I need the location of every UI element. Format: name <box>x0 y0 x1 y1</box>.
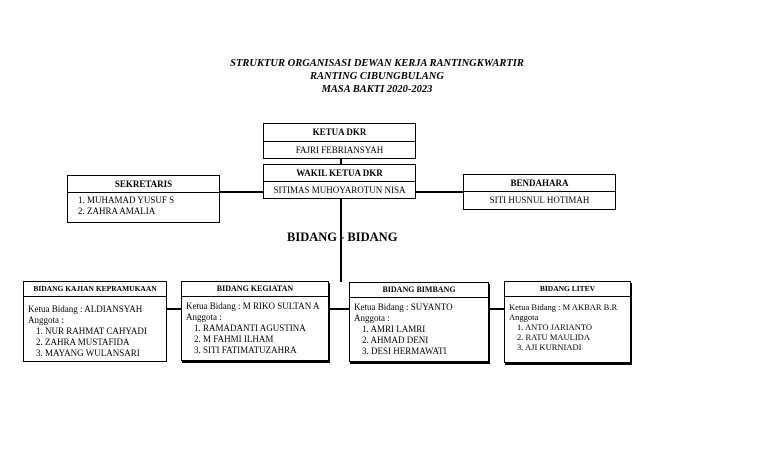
bidang-litev-anggota: Anggota <box>509 312 539 322</box>
bidang-kajian-ketua: Ketua Bidang : ALDIANSYAH <box>28 304 143 314</box>
connector-vertical-main <box>340 158 342 282</box>
bendahara-box: BENDAHARA SITI HUSNUL HOTIMAH <box>463 174 616 210</box>
bidang-kegiatan-box: BIDANG KEGIATAN Ketua Bidang : M RIKO SU… <box>181 281 329 361</box>
list-item: 2. ZAHRA MUSTAFIDA <box>36 337 130 347</box>
ketua-name: FAJRI FEBRIANSYAH <box>295 145 384 155</box>
list-item: 3. MAYANG WULANSARI <box>36 348 140 358</box>
bidang-bimbang-box: BIDANG BIMBANG Ketua Bidang : SUYANTO An… <box>349 282 489 362</box>
sekretaris-role: SEKRETARIS <box>68 176 219 193</box>
list-item: 2. M FAHMI ILHAM <box>194 334 274 344</box>
bidang-kajian-anggota: Anggota : <box>28 315 64 325</box>
bidang-section-label: BIDANG - BIDANG <box>287 230 398 244</box>
bidang-kegiatan-ketua: Ketua Bidang : M RIKO SULTAN A <box>186 301 320 311</box>
list-item: 3. SITI FATIMATUZAHRA <box>194 345 297 355</box>
list-item: 1. RAMADANTI AGUSTINA <box>194 323 306 333</box>
sekretaris-members: 1. MUHAMAD YUSUF S 2. ZAHRA AMALIA <box>68 193 219 217</box>
list-item: 1. ANTO JARIANTO <box>517 322 593 332</box>
bidang-litev-title: BIDANG LITEV <box>505 282 630 297</box>
bendahara-role: BENDAHARA <box>464 175 615 192</box>
wakil-box: WAKIL KETUA DKR SITIMAS MUHOYAROTUN NISA <box>263 164 416 199</box>
bidang-kegiatan-anggota: Anggota : <box>186 312 222 322</box>
bendahara-name: SITI HUSNUL HOTIMAH <box>489 195 590 205</box>
connector-sekretaris <box>220 191 264 193</box>
bidang-kegiatan-title: BIDANG KEGIATAN <box>182 282 328 297</box>
ketua-role: KETUA DKR <box>264 124 415 142</box>
connector-bidang-horizontal <box>163 308 505 310</box>
chart-title-line1: STRUKTUR ORGANISASI DEWAN KERJA RANTINGK… <box>230 58 524 69</box>
wakil-name: SITIMAS MUHOYAROTUN NISA <box>273 185 406 195</box>
list-item: 1. NUR RAHMAT CAHYADI <box>36 326 147 336</box>
bidang-kajian-box: BIDANG KAJIAN KEPRAMUKAAN Ketua Bidang :… <box>23 281 167 362</box>
bidang-litev-ketua: Ketua Bidang : M AKBAR B.R <box>509 302 618 312</box>
connector-bendahara <box>415 191 463 193</box>
bidang-bimbang-ketua: Ketua Bidang : SUYANTO <box>354 302 453 312</box>
bidang-bimbang-anggota: Anggota : <box>354 313 390 323</box>
wakil-role: WAKIL KETUA DKR <box>264 165 415 182</box>
list-item: 1. MUHAMAD YUSUF S <box>78 195 175 205</box>
chart-title-line3: MASA BAKTI 2020-2023 <box>321 84 433 95</box>
ketua-box: KETUA DKR FAJRI FEBRIANSYAH <box>263 123 416 159</box>
list-item: 2. AHMAD DENI <box>362 335 429 345</box>
list-item: 2. RATU MAULIDA <box>517 332 590 342</box>
list-item: 2. ZAHRA AMALIA <box>78 206 156 216</box>
bidang-litev-box: BIDANG LITEV Ketua Bidang : M AKBAR B.R … <box>504 281 631 363</box>
bidang-kajian-title: BIDANG KAJIAN KEPRAMUKAAN <box>24 282 166 297</box>
list-item: 3. DESI HERMAWATI <box>362 346 447 356</box>
list-item: 3. AJI KURNIADI <box>517 342 582 352</box>
chart-title-line2: RANTING CIBUNGBULANG <box>310 71 444 82</box>
list-item: 1. AMRI LAMRI <box>362 324 426 334</box>
sekretaris-box: SEKRETARIS 1. MUHAMAD YUSUF S 2. ZAHRA A… <box>67 175 220 223</box>
bidang-bimbang-title: BIDANG BIMBANG <box>350 283 488 298</box>
